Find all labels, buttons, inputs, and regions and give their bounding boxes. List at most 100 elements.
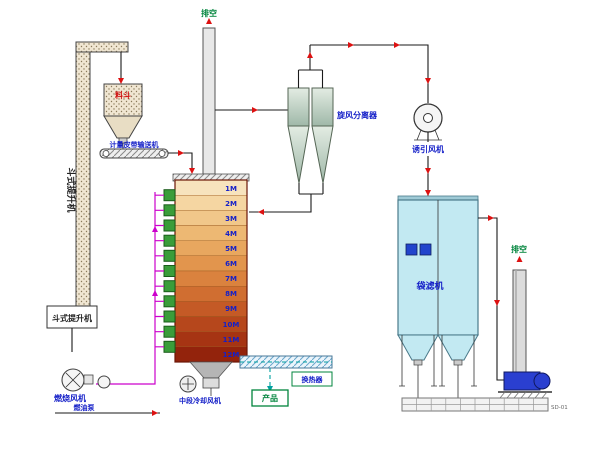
dust-conveyor-cells: [402, 398, 548, 411]
hot-air-manifold: [96, 192, 156, 385]
flow-arrow: [152, 290, 158, 296]
bag-to-fan-pipe: [478, 217, 506, 381]
tower-level-label: 10M: [223, 321, 240, 329]
fan-base-hatch: [499, 391, 548, 399]
exhaust-section: 排空 SD-01: [401, 215, 568, 412]
bag-filter-hopper: [397, 334, 439, 361]
exhaust-fan-volute: [533, 372, 551, 390]
hopper-funnel: [103, 115, 143, 139]
tower-level-label: 12M: [223, 351, 240, 359]
flow-arrow: [425, 190, 431, 196]
bag-filter-legs: [399, 335, 477, 387]
cooling-fan-blades: [182, 378, 194, 390]
hopper-outlet-valve: [413, 359, 423, 366]
flow-arrow: [189, 168, 195, 174]
fuel-pump-label: 燃油泵: [73, 403, 95, 412]
flow-arrow: [206, 18, 212, 24]
tower-level-label: 4M: [225, 230, 237, 238]
feed-hopper-assembly: 料斗 计量皮带输送机: [99, 52, 195, 174]
cyclone-cone: [311, 125, 334, 184]
tower-burner-port: [163, 234, 176, 247]
bag-filter-pulse-valve: [405, 243, 418, 256]
cyclone-separators: 旋风分离器: [215, 45, 378, 215]
product-box: [251, 389, 289, 407]
cyclone-return-pipe: [249, 183, 324, 213]
flow-arrow: [516, 256, 523, 262]
heat-exchanger-box: [291, 371, 333, 387]
tower-level-label: 2M: [225, 200, 237, 208]
flow-arrow: [425, 168, 431, 174]
flow-arrow: [425, 78, 431, 84]
flow-arrow: [118, 78, 124, 84]
elevator-unit-label: 斗式提升机: [52, 313, 92, 323]
flow-arrow: [488, 215, 494, 221]
tower-burner-port: [163, 340, 176, 353]
tower-burner-port: [163, 189, 176, 202]
flow-arrow: [348, 42, 354, 48]
combustion-fan-blades: [65, 372, 81, 388]
flow-arrow: [307, 52, 313, 58]
tower-level-label: 9M: [225, 305, 237, 313]
hopper-body: [103, 83, 143, 117]
induced-draft-fan-section: 诱引风机: [310, 42, 444, 196]
cooling-fan-label: 中段冷却风机: [179, 396, 221, 405]
cooling-product-section: 产品 换热器: [239, 355, 333, 407]
tower-burner-port: [163, 325, 176, 338]
belt-conveyor: [99, 148, 169, 159]
tower-level-label: 7M: [225, 275, 237, 283]
cyclone-body: [287, 87, 310, 127]
flow-arrow: [178, 150, 184, 156]
conveyor-roller: [158, 150, 166, 157]
hopper-outlet-valve: [453, 359, 463, 366]
tower-burner-port: [163, 219, 176, 232]
bag-filter-hopper: [437, 334, 479, 361]
tower-level-label: 8M: [225, 290, 237, 298]
tower-burner-port: [163, 310, 176, 323]
belt-conveyor-label: 计量皮带输送机: [110, 140, 159, 149]
tower-level-label: 1M: [225, 185, 237, 193]
flow-arrow: [394, 42, 400, 48]
tower-burner-port: [163, 280, 176, 293]
tower-feed-pipe: [168, 152, 193, 171]
vent-right-label: 排空: [511, 244, 527, 254]
tower-level-label: 11M: [223, 336, 240, 344]
tower-burner-port: [163, 204, 176, 217]
tower-discharge-cone: [189, 361, 233, 379]
bucket-elevator-left: 斗式提升机 斗式提升机: [46, 41, 129, 352]
tower-burner-port: [163, 295, 176, 308]
flow-arrow: [152, 410, 158, 416]
vent-top-label: 排空: [201, 8, 217, 18]
product-label: 产品: [262, 393, 278, 403]
bag-filter-pulse-valve: [419, 243, 432, 256]
elevator-top-duct: [75, 41, 129, 53]
cyclone-outlet-pipes: [297, 45, 324, 88]
tower-level-label: 3M: [225, 215, 237, 223]
elevator-column: [75, 44, 91, 307]
cyclone-body: [311, 87, 334, 127]
cyclone-label: 旋风分离器: [336, 110, 378, 120]
exhaust-stack: [512, 269, 527, 373]
combustion-fan-outlet: [83, 374, 94, 385]
conveyor-roller: [102, 150, 110, 157]
dust-drop-pipes: [417, 365, 459, 398]
elevator-side-label: 斗式提升机: [65, 167, 77, 212]
drawing-number: SD-01: [551, 405, 568, 411]
flow-arrow: [152, 226, 158, 232]
combustion-section: 燃烧风机 燃油泵: [54, 368, 160, 416]
rotary-valve: [202, 377, 220, 389]
cyclone-cone: [287, 125, 310, 184]
tower-burner-port: [163, 265, 176, 277]
flow-arrow: [258, 209, 264, 215]
induced-fan-hub: [423, 113, 433, 123]
induced-fan-label: 诱引风机: [412, 144, 444, 154]
tower-level-label: 6M: [225, 260, 237, 268]
combustion-fan-label: 燃烧风机: [54, 393, 86, 403]
hopper-label: 料斗: [115, 90, 131, 100]
tower-vent-stack: [202, 27, 216, 175]
flow-arrow: [252, 107, 258, 113]
flow-arrow: [494, 300, 500, 306]
heat-exchanger-label: 换热器: [302, 375, 324, 384]
drying-tower: 排空 1M 2M 3M 4M 5M 6M 7M 8M 9M 10M 11M 12…: [96, 8, 250, 405]
tower-burner-port: [163, 249, 176, 262]
